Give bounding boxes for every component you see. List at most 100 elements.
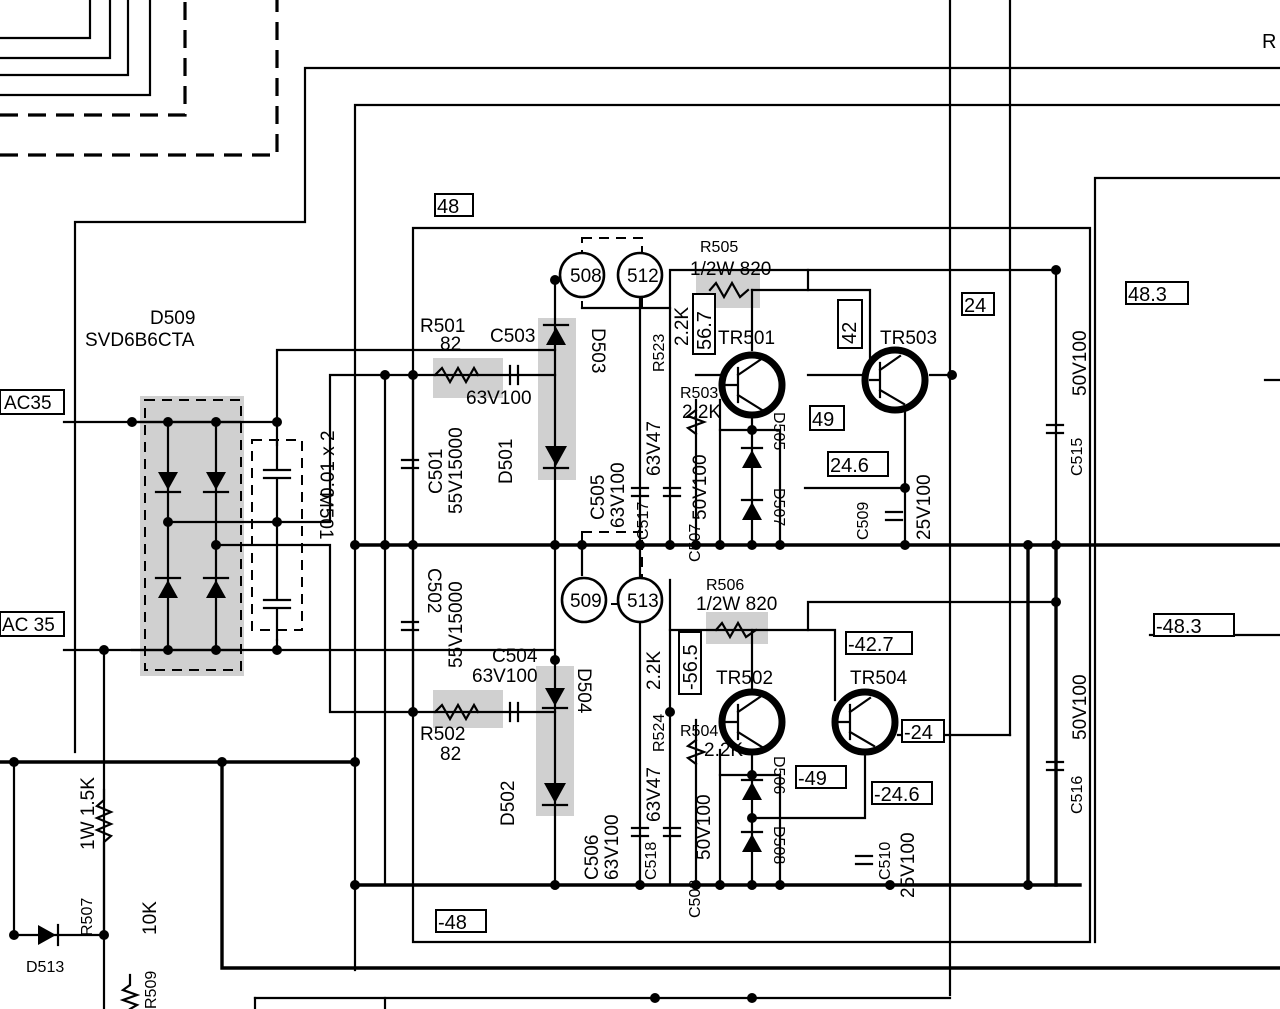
r505-resistor	[708, 280, 750, 300]
d513-label: D513	[26, 959, 64, 976]
r502-resistor	[433, 702, 480, 722]
frame-wires	[73, 0, 1280, 1009]
r504-resistor	[685, 738, 708, 766]
r505-value: 1/2W 820	[690, 259, 771, 280]
d508-label: D508	[770, 826, 787, 864]
c509-value: 25V100	[914, 474, 935, 540]
c501-capacitor	[400, 458, 420, 470]
c506-label: C506	[582, 835, 603, 880]
d509-part: SVD6B6CTA	[85, 330, 195, 351]
block-48: 48	[437, 196, 459, 218]
r503-resistor	[685, 408, 708, 436]
r505-label: R505	[700, 239, 738, 256]
c507-capacitor	[662, 486, 682, 498]
r504-label: R504	[680, 723, 718, 740]
ac35-top-label: AC35	[4, 393, 52, 414]
block-24-6: 24.6	[830, 455, 869, 477]
c506-capacitor	[630, 826, 650, 838]
block-42: 42	[839, 322, 861, 344]
c508-label: C508	[687, 880, 704, 918]
top-right-label: R	[1262, 31, 1276, 53]
d502-label: D502	[498, 781, 519, 826]
c510-label: C510	[877, 842, 894, 880]
tr502-transistor	[718, 688, 786, 756]
r507-value: 1W 1.5K	[78, 777, 99, 850]
c508-capacitor	[662, 826, 682, 838]
r503-label: R503	[680, 385, 718, 402]
r507-label: R507	[79, 898, 96, 936]
c515-label: C515	[1069, 438, 1086, 476]
d503-diode	[542, 323, 570, 345]
r524-label: R524	[651, 714, 668, 752]
ac-input-wiring	[62, 348, 557, 1009]
led-509-label: 509	[570, 591, 602, 612]
m501-value: 0.01 x 2	[318, 430, 339, 498]
d506-label: D506	[770, 756, 787, 794]
led-513	[616, 576, 664, 624]
c502-capacitor	[400, 620, 420, 632]
c510-capacitor	[854, 854, 874, 866]
c506-value: 63V100	[602, 814, 623, 880]
r509-label: R509	[143, 971, 160, 1009]
c504-label: C504	[492, 646, 538, 667]
block-neg-48: -48	[438, 912, 467, 934]
block-neg-49: -49	[798, 768, 827, 790]
c515-value: 50V100	[1070, 330, 1091, 396]
d507-zener	[740, 498, 764, 520]
tr504-label: TR504	[850, 668, 907, 689]
c504-value: 63V100	[472, 666, 538, 687]
tr501-transistor	[718, 351, 786, 419]
tr502-label: TR502	[716, 668, 773, 689]
c503-value: 63V100	[466, 388, 532, 409]
tr501-label: TR501	[718, 328, 775, 349]
r504-value: 2.2K	[704, 740, 743, 761]
r524-value: 2.2K	[644, 651, 665, 690]
d502-diode	[541, 783, 569, 807]
tr503-label: TR503	[880, 328, 937, 349]
r506-resistor	[714, 620, 758, 640]
d503-label: D503	[587, 328, 608, 373]
lower-rail	[220, 760, 1280, 970]
c502-value: 55V15000	[446, 581, 467, 668]
d504-diode	[541, 688, 569, 710]
block-neg-24: -24	[904, 722, 933, 744]
block-49: 49	[812, 409, 834, 431]
r506-label: R506	[706, 577, 744, 594]
c501-value: 55V15000	[446, 427, 467, 514]
d501-diode	[542, 446, 570, 470]
c507-value: 50V100	[690, 454, 711, 520]
r503-value: 2.2K	[682, 402, 721, 423]
ac35-bottom-label: AC 35	[2, 615, 55, 636]
r507-resistor	[94, 788, 114, 937]
r509-resistor	[119, 973, 141, 1009]
r523-label: R523	[651, 334, 668, 372]
c516-value: 50V100	[1070, 674, 1091, 740]
led-512	[616, 251, 664, 299]
c517-value: 63V47	[644, 421, 665, 476]
c515-capacitor	[1045, 423, 1065, 435]
r523-value: 2.2K	[672, 307, 693, 346]
block-neg-42-7: -42.7	[848, 634, 894, 656]
block-neg-24-6: -24.6	[874, 784, 920, 806]
c507-label: C507	[687, 524, 704, 562]
block-neg-56-5: -56.5	[680, 644, 702, 690]
c503-capacitor	[508, 364, 520, 386]
led-512-label: 512	[627, 266, 659, 287]
led-508-label: 508	[570, 266, 602, 287]
r502-value: 82	[440, 744, 461, 765]
c516-capacitor	[1045, 760, 1065, 772]
r501-value: 82	[440, 334, 461, 355]
led-pair-outline-bottom	[581, 531, 643, 605]
c510-value: 25V100	[898, 832, 919, 898]
block-24: 24	[964, 295, 986, 317]
d505-label: D505	[770, 412, 787, 450]
c509-capacitor	[884, 510, 904, 522]
c502-label: C502	[423, 568, 444, 613]
top-left-dashed-outlines	[0, 0, 279, 157]
c518-label: C518	[643, 842, 660, 880]
junction-dots	[9, 265, 1061, 1003]
r509-value: 10K	[140, 901, 161, 935]
d504-label: D504	[573, 668, 594, 714]
m501-label: M501	[315, 492, 336, 540]
c516-label: C516	[1069, 776, 1086, 814]
